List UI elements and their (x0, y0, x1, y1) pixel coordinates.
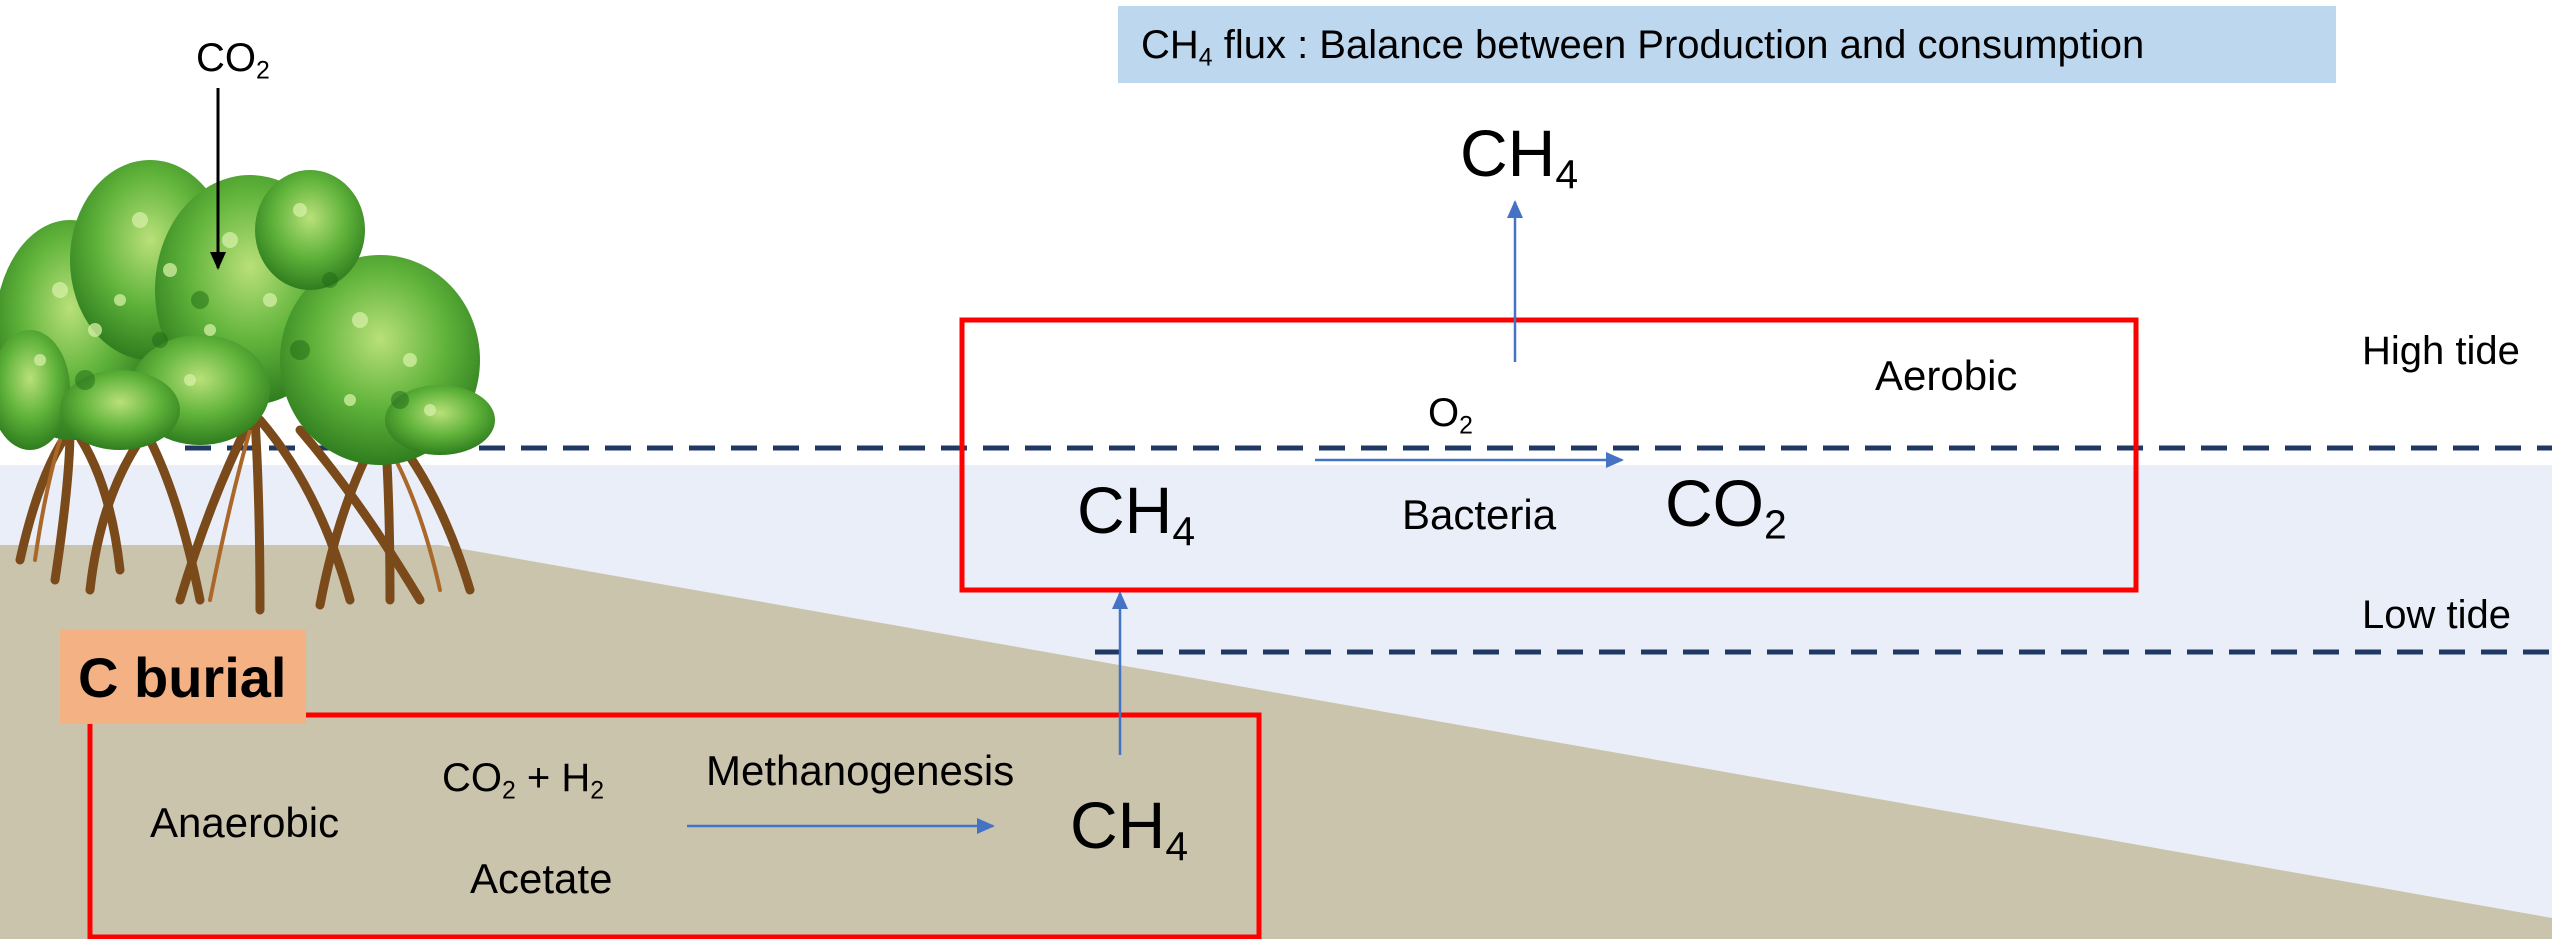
methanogenesis-label: Methanogenesis (706, 747, 1015, 794)
aerobic-label: Aerobic (1875, 352, 2018, 399)
high-tide-label: High tide (2362, 329, 2520, 373)
mangrove-illustration (0, 160, 495, 615)
substrate-co2-h2-label: CO2 + H2 (442, 756, 605, 805)
diagram-title: CH4 flux : Balance between Production an… (1141, 23, 2145, 72)
aerobic-ch4-label: CH4 (1077, 473, 1196, 555)
c-burial-label: C burial (78, 646, 287, 709)
anaerobic-ch4-label: CH4 (1070, 788, 1189, 870)
aerobic-zone-frame (959, 317, 2139, 593)
acetate-label: Acetate (470, 855, 613, 902)
anaerobic-label: Anaerobic (150, 799, 340, 846)
oxygen-label: O2 (1428, 391, 1473, 440)
co2-input-label: CO2 (196, 36, 270, 85)
co2-product-label: CO2 (1665, 466, 1787, 548)
bacteria-label: Bacteria (1402, 491, 1557, 538)
anaerobic-zone-frame (87, 712, 1262, 939)
sediment-area (0, 545, 2552, 939)
title-banner (1118, 6, 2336, 83)
ch4-atmosphere-label: CH4 (1460, 116, 1579, 198)
c-burial-box (60, 630, 306, 724)
low-tide-label: Low tide (2362, 593, 2511, 637)
